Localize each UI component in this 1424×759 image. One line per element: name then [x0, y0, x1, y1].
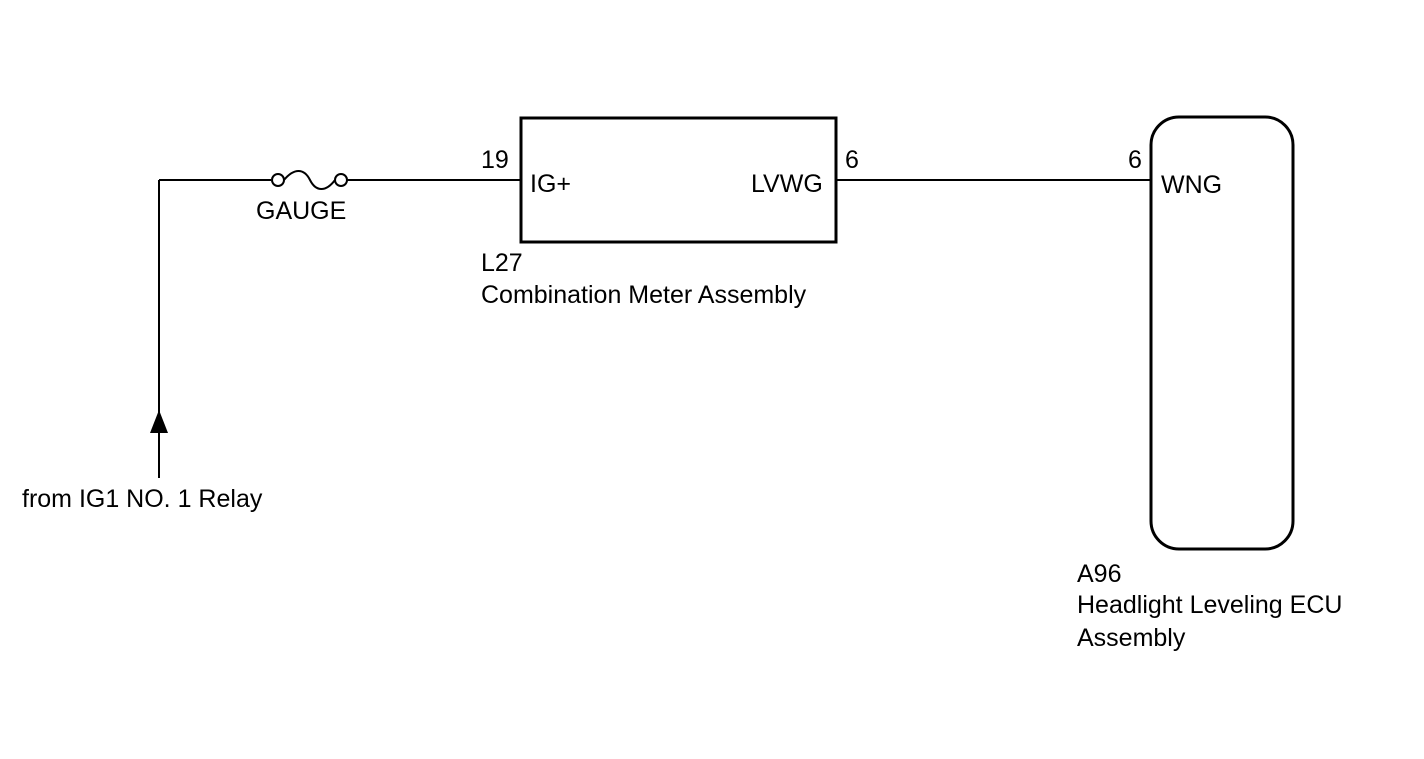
- ecu-pin-name: WNG: [1161, 171, 1222, 199]
- meter-name: Combination Meter Assembly: [481, 281, 807, 309]
- meter-pin-out-number: 6: [845, 146, 859, 174]
- meter-pin-out-name: LVWG: [751, 170, 823, 198]
- ecu-code: A96: [1077, 560, 1121, 588]
- meter-pin-in-number: 19: [481, 146, 509, 174]
- source-label: from IG1 NO. 1 Relay: [22, 485, 263, 513]
- ecu-name-line2: Assembly: [1077, 624, 1186, 652]
- meter-code: L27: [481, 249, 523, 277]
- meter-pin-in-name: IG+: [530, 170, 571, 198]
- fuse-gauge-icon: [271, 170, 348, 190]
- fuse-label: GAUGE: [256, 197, 346, 225]
- headlight-leveling-ecu-box: [1149, 115, 1295, 551]
- source-arrow-icon: [150, 410, 168, 433]
- combination-meter-box: [519, 116, 838, 244]
- ecu-pin-number: 6: [1128, 146, 1142, 174]
- ecu-name-line1: Headlight Leveling ECU: [1077, 591, 1342, 619]
